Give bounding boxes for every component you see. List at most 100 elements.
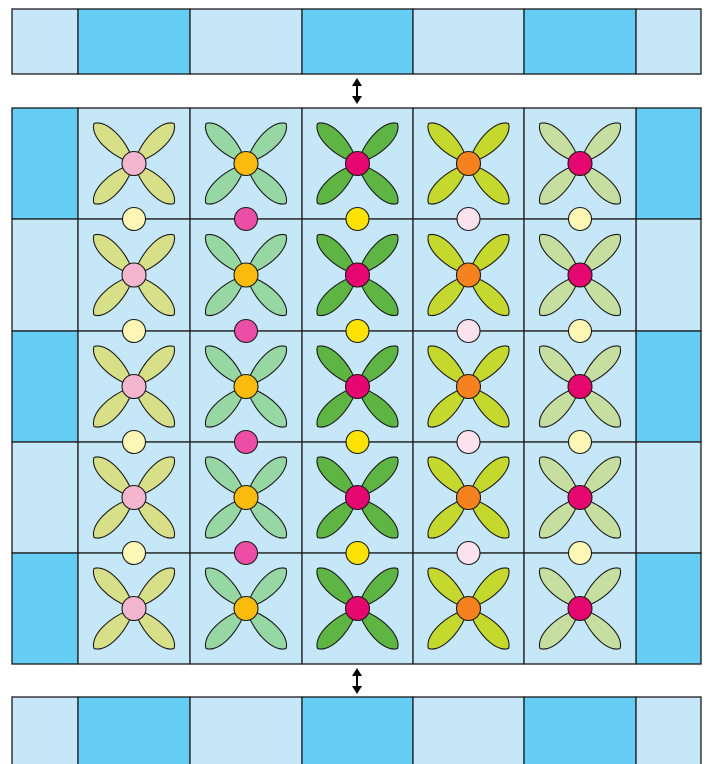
top-border-strip: [12, 9, 701, 74]
left-border-segment: [12, 331, 78, 442]
flower-block: [524, 553, 636, 664]
center-panel: [12, 108, 701, 664]
flower-center: [122, 597, 146, 621]
top-strip-segment: [636, 9, 701, 74]
bottom-strip-segment: [524, 697, 636, 764]
flower-block: [413, 331, 524, 442]
right-border-segment: [636, 108, 701, 219]
flower-block: [413, 219, 524, 331]
small-dot: [235, 320, 258, 343]
right-border-column: [636, 108, 701, 664]
small-dot: [123, 431, 146, 454]
flower-center: [234, 597, 258, 621]
right-border-segment: [636, 553, 701, 664]
small-dot: [346, 542, 369, 565]
bottom-strip-segment: [636, 697, 701, 764]
small-dot: [123, 208, 146, 231]
flower-block: [78, 442, 190, 553]
small-dot: [569, 431, 592, 454]
flower-block: [190, 553, 302, 664]
top-strip-segment: [78, 9, 190, 74]
top-strip-segment: [190, 9, 302, 74]
top-strip-segment: [524, 9, 636, 74]
small-dot: [346, 320, 369, 343]
flower-center: [568, 375, 592, 399]
flower-center: [568, 597, 592, 621]
flower-center: [346, 486, 370, 510]
flower-block: [78, 331, 190, 442]
bottom-strip-segment: [302, 697, 413, 764]
flower-block: [524, 442, 636, 553]
flower-center: [457, 375, 481, 399]
top-connector-arrow: [352, 78, 362, 104]
small-dot: [346, 431, 369, 454]
left-border-segment: [12, 219, 78, 331]
bottom-connector-arrow: [352, 668, 362, 694]
flower-block: [190, 331, 302, 442]
flower-block: [190, 219, 302, 331]
flower-block: [302, 442, 413, 553]
right-border-segment: [636, 442, 701, 553]
flower-center: [122, 375, 146, 399]
flower-center: [346, 152, 370, 176]
arrow-head-down: [352, 686, 362, 694]
left-border-column: [12, 108, 78, 664]
flower-center: [346, 597, 370, 621]
small-dot: [569, 208, 592, 231]
small-dot: [457, 320, 480, 343]
flower-center: [122, 152, 146, 176]
flower-center: [568, 152, 592, 176]
flower-center: [346, 263, 370, 287]
right-border-segment: [636, 219, 701, 331]
flower-center: [568, 263, 592, 287]
small-dot: [346, 208, 369, 231]
bottom-strip-segment: [413, 697, 524, 764]
arrow-head-down: [352, 96, 362, 104]
flower-center: [346, 375, 370, 399]
left-border-segment: [12, 108, 78, 219]
small-dot: [457, 542, 480, 565]
flower-center: [457, 597, 481, 621]
small-dot: [569, 542, 592, 565]
small-dot: [123, 542, 146, 565]
flower-block: [78, 108, 190, 219]
flower-center: [234, 375, 258, 399]
flower-block-grid: [78, 108, 636, 664]
small-dot: [235, 208, 258, 231]
bottom-border-strip: [12, 697, 701, 764]
flower-block: [413, 553, 524, 664]
flower-block: [302, 331, 413, 442]
flower-block: [524, 108, 636, 219]
top-strip-segment: [302, 9, 413, 74]
flower-center: [122, 263, 146, 287]
right-border-segment: [636, 331, 701, 442]
small-dot: [457, 431, 480, 454]
bottom-strip-segment: [12, 697, 78, 764]
flower-center: [234, 263, 258, 287]
flower-block: [302, 219, 413, 331]
flower-center: [568, 486, 592, 510]
flower-block: [524, 331, 636, 442]
flower-block: [190, 108, 302, 219]
flower-block: [302, 108, 413, 219]
small-dot: [235, 542, 258, 565]
flower-center: [457, 263, 481, 287]
left-border-segment: [12, 442, 78, 553]
flower-block: [302, 553, 413, 664]
flower-center: [234, 486, 258, 510]
flower-block: [78, 219, 190, 331]
flower-block: [524, 219, 636, 331]
flower-center: [234, 152, 258, 176]
top-strip-segment: [413, 9, 524, 74]
small-dot: [569, 320, 592, 343]
flower-center: [457, 486, 481, 510]
flower-center: [122, 486, 146, 510]
flower-block: [78, 553, 190, 664]
arrow-head-up: [352, 668, 362, 676]
top-strip-segment: [12, 9, 78, 74]
bottom-strip-segment: [78, 697, 190, 764]
small-dot: [123, 320, 146, 343]
flower-center: [457, 152, 481, 176]
arrow-head-up: [352, 78, 362, 86]
